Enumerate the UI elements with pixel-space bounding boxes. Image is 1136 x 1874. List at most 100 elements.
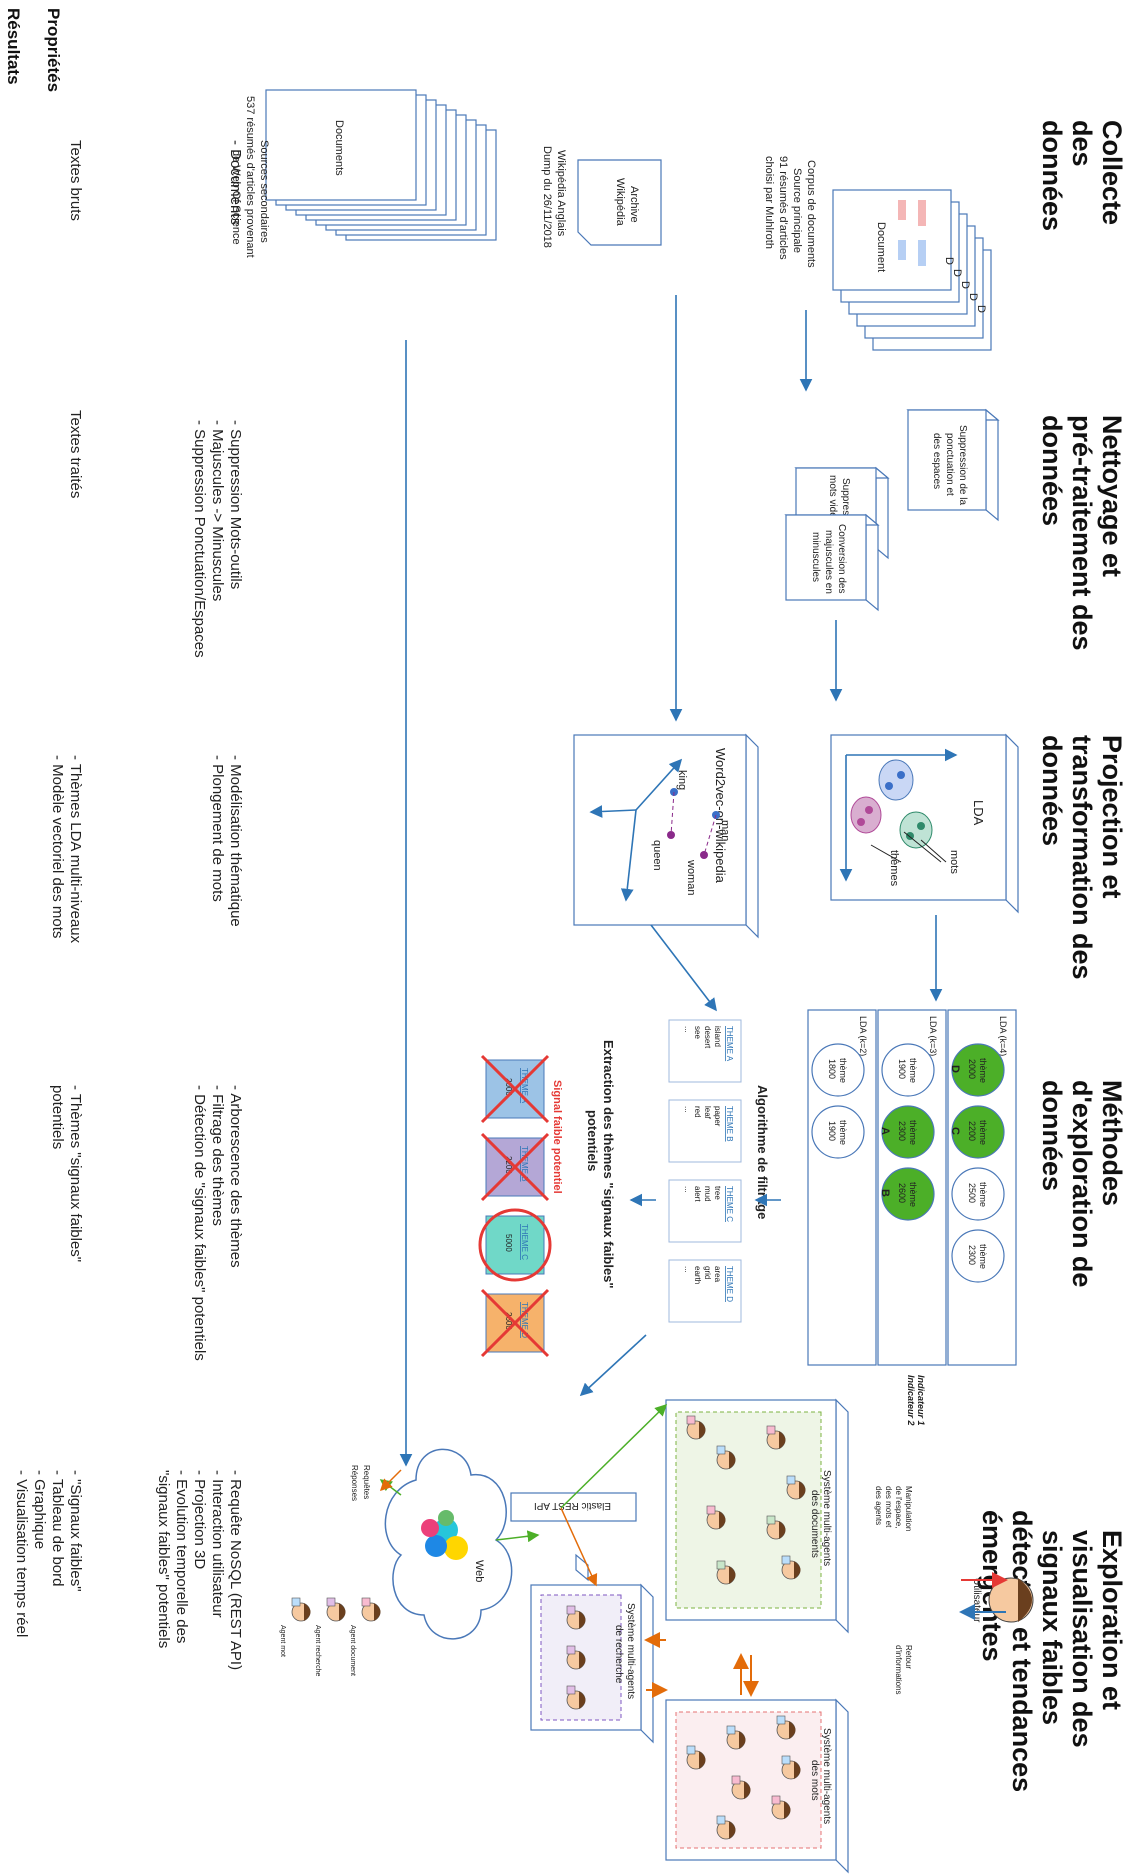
text-line: Conversion des [836,524,847,593]
w2v-label: Word2vec-on-wikipedia [713,748,728,884]
theme-card-word: mud [703,1186,712,1202]
theme-card [668,1259,742,1323]
nettoyage-resultats: Textes traités [67,410,84,498]
theme-node-tag: A [879,1127,891,1135]
agent-hair [579,1611,586,1629]
prop-line: "signaux faibles" potentiels [155,1470,172,1648]
extraction-line: potentiels [585,1110,600,1171]
agent-hair [729,1821,736,1839]
theme-node-tag: B [879,1189,891,1197]
prop-line: - Filtrage des thèmes [209,1085,226,1226]
theme-node-label: thème [978,1244,988,1269]
doc-highlight [918,200,926,226]
nettoyage-proprietes: - Suppression Mots-outils - Majuscules -… [191,420,244,658]
word-dot [885,782,893,790]
agent-item [566,1605,576,1615]
collecte-resultats: Textes bruts [67,140,84,221]
system-label: Système multi-agents de recherche [613,1603,636,1702]
agent-icon [361,1597,381,1622]
theme-node [881,1167,935,1221]
api-to-search-arrow [560,1507,598,1587]
theme-card-word: leaf [703,1106,712,1120]
label-line: Système multi-agents [625,1603,636,1699]
doc-letter: D [975,305,987,313]
agent-icon [786,1475,806,1500]
word-dot [865,806,873,814]
legend-agent-mot: Agent mot [279,1625,286,1657]
topic-cluster [850,796,882,834]
agent-hair [374,1603,381,1621]
heading-line: Exploration et [1097,1530,1127,1710]
extracted-theme-value: 2000 [504,1078,513,1096]
agent-item [686,1745,696,1755]
word-agent-system: Système multi-agents des mots [665,1698,849,1874]
api-to-docs-arrow [560,1403,668,1509]
box-top [985,408,999,522]
archive-label: Wikipédia [614,178,626,227]
prop-line: - Détection de "signaux faibles" potenti… [191,1085,208,1361]
text-line: mots vides/outils [827,475,838,549]
theme-card-word: paper [713,1106,722,1127]
logo-blob [421,1519,439,1537]
box-top [745,733,759,939]
flow-arrow [579,1334,647,1397]
indicateur-2: Indicateur 2 [906,1375,916,1426]
heading-line: Collecte [1097,120,1127,225]
heading-projection: Projection et transformation des données [1037,735,1127,987]
caption-line: Corpus de documents [805,160,817,268]
theme-node-label: thème [908,1058,918,1083]
box-top [1005,733,1019,914]
agent-icon [716,1445,736,1470]
projection-proprietes: - Modélisation thématique - Plongement d… [209,755,244,931]
theme-card-word: ... [683,1266,692,1273]
agent-hair [729,1451,736,1469]
system-label: Système multi-agents des documents [809,1470,832,1569]
heading-line: données [1037,735,1067,846]
agent-zone [675,1411,822,1609]
agent-icon [566,1685,586,1710]
agent-item [781,1555,791,1565]
theme-card-word: island [713,1026,722,1047]
theme-node-value: 2000 [967,1059,977,1079]
prop-line: - Suppression Mots-outils [227,420,244,589]
vector-point [700,851,708,859]
caption-line: 537 résumés d'articles provenant [244,96,256,258]
requetes-label: Requêtes [362,1465,371,1499]
agent-item [566,1685,576,1695]
heading-collecte: Collecte des données [1037,120,1127,233]
result-line: potentiels [49,1085,66,1149]
agent-icon [781,1555,801,1580]
theme-node [951,1105,1005,1159]
caption-line: Sources secondaires [258,140,270,243]
label-line: des agents [874,1486,883,1525]
agent-hair [784,1801,791,1819]
agent-item [566,1645,576,1655]
agent-item [766,1515,776,1525]
agent-hair [794,1761,801,1779]
user-label: Utilisateur [971,1578,982,1623]
extraction-label: Extraction des thèmes "signaux faibles" … [585,1040,616,1292]
agent-item [361,1597,371,1607]
theme-node [881,1105,935,1159]
extraction-line: Extraction des thèmes "signaux faibles" [601,1040,616,1289]
agent-item [716,1815,726,1825]
label-line: des documents [809,1490,820,1558]
heading-line: visualisation des [1067,1530,1097,1748]
agent-item [731,1775,741,1785]
man-label: man [719,820,731,841]
doc-letter: D [951,269,963,277]
heading-nettoyage: Nettoyage et pré-traitement des données [1037,415,1127,658]
cross-mark [480,1288,550,1358]
prop-line: - Projection 3D [191,1470,208,1569]
agent-icon [766,1515,786,1540]
theme-card-title: THEME C [725,1186,734,1222]
result-line: - Graphique [31,1470,48,1549]
caption-line: Wikipédia Anglais [555,150,567,237]
agent-icon [566,1605,586,1630]
box-face [785,514,867,601]
doc-highlight [898,240,906,260]
prop-line: - Suppression Ponctuation/Espaces [191,420,208,658]
extracted-theme [485,1215,545,1275]
doc-letter: D [959,281,971,289]
theme-node-value: 2600 [897,1183,907,1203]
